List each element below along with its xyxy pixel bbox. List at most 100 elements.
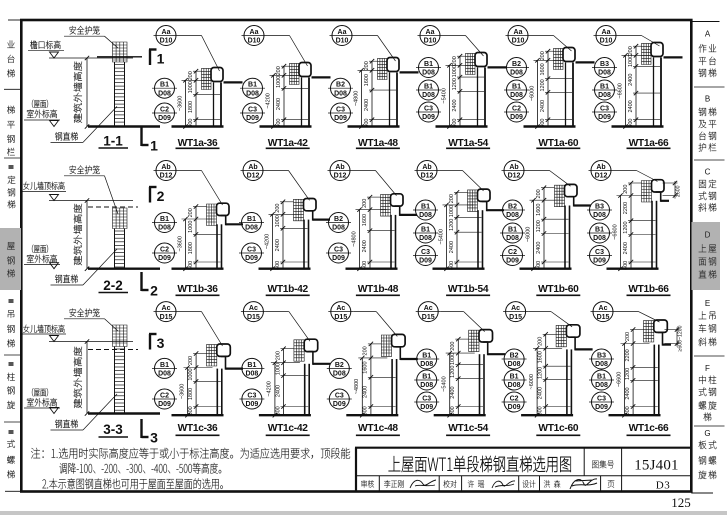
- svg-text:Ac: Ac: [336, 305, 345, 312]
- svg-text:D12: D12: [421, 173, 434, 180]
- svg-text:C3: C3: [247, 247, 256, 254]
- svg-text:200: 200: [188, 356, 194, 365]
- svg-text:C3: C3: [595, 249, 604, 256]
- svg-text:D08: D08: [595, 382, 608, 389]
- svg-text:F: F: [705, 364, 710, 373]
- svg-text:D09: D09: [420, 404, 433, 411]
- svg-text:200: 200: [188, 208, 194, 217]
- svg-text:200: 200: [275, 204, 281, 213]
- svg-text:C3: C3: [600, 106, 609, 113]
- svg-text:D08: D08: [419, 235, 432, 242]
- svg-text:1600: 1600: [362, 214, 368, 226]
- svg-text:1200: 1200: [625, 368, 631, 380]
- svg-text:1000: 1000: [628, 55, 634, 67]
- svg-text:D10: D10: [424, 38, 437, 45]
- svg-text:1000: 1000: [449, 205, 455, 217]
- svg-text:C3: C3: [335, 393, 344, 400]
- svg-text:~4200: ~4200: [267, 381, 273, 396]
- svg-text:WT1a-48: WT1a-48: [358, 138, 398, 149]
- svg-text:D10: D10: [336, 38, 349, 45]
- svg-text:800: 800: [364, 119, 370, 128]
- svg-text:800: 800: [628, 119, 634, 128]
- svg-text:1800: 1800: [188, 242, 194, 254]
- svg-text:800: 800: [188, 406, 194, 415]
- svg-text:B1: B1: [421, 204, 430, 211]
- svg-text:D09: D09: [158, 401, 171, 408]
- svg-text:800: 800: [450, 406, 456, 415]
- svg-text:1200: 1200: [450, 366, 456, 378]
- svg-text:D12: D12: [508, 173, 521, 180]
- svg-text:2400: 2400: [449, 241, 455, 253]
- svg-text:B2: B2: [508, 204, 517, 211]
- svg-text:1600: 1600: [364, 74, 370, 86]
- svg-text:1600: 1600: [540, 63, 546, 75]
- svg-text:200: 200: [452, 56, 458, 65]
- svg-text:Ab: Ab: [509, 164, 518, 171]
- svg-text:C: C: [705, 168, 711, 177]
- svg-text:C3: C3: [334, 247, 343, 254]
- svg-text:D08: D08: [506, 235, 519, 242]
- svg-text:2-2: 2-2: [103, 278, 123, 293]
- svg-text:D: D: [705, 231, 711, 240]
- svg-text:D09: D09: [332, 255, 345, 262]
- svg-text:1800: 1800: [188, 101, 194, 113]
- svg-text:B: B: [705, 95, 710, 104]
- svg-text:B1: B1: [597, 374, 606, 381]
- svg-text:D15: D15: [509, 314, 522, 321]
- svg-text:WT1b-42: WT1b-42: [268, 284, 309, 295]
- svg-text:D08: D08: [420, 361, 433, 368]
- svg-text:D09: D09: [422, 114, 435, 121]
- svg-text:800: 800: [276, 119, 282, 128]
- svg-text:800: 800: [188, 119, 194, 128]
- svg-text:200: 200: [188, 71, 194, 80]
- svg-text:C3: C3: [336, 107, 345, 114]
- svg-text:~6000: ~6000: [529, 374, 535, 389]
- svg-text:800: 800: [188, 261, 194, 270]
- svg-text:1200: 1200: [540, 79, 546, 91]
- svg-text:D08: D08: [508, 361, 521, 368]
- svg-text:1200: 1200: [538, 367, 544, 379]
- svg-text:~3600: ~3600: [177, 96, 183, 111]
- svg-text:D15: D15: [247, 314, 260, 321]
- svg-text:C3: C3: [597, 396, 606, 403]
- svg-text:1600: 1600: [538, 351, 544, 363]
- svg-text:2400: 2400: [364, 99, 370, 111]
- svg-text:200: 200: [276, 66, 282, 75]
- svg-text:Ab: Ab: [161, 164, 170, 171]
- svg-text:1200: 1200: [536, 220, 542, 232]
- svg-text:2400: 2400: [628, 100, 634, 112]
- svg-text:WT1b-60: WT1b-60: [538, 284, 579, 295]
- svg-text:D08: D08: [598, 92, 611, 99]
- svg-text:D10: D10: [600, 38, 613, 45]
- svg-text:D09: D09: [419, 258, 432, 265]
- svg-text:D12: D12: [595, 173, 608, 180]
- svg-text:C2: C2: [512, 106, 521, 113]
- svg-text:G: G: [704, 429, 710, 438]
- svg-text:Ab: Ab: [248, 164, 257, 171]
- svg-text:D15: D15: [334, 314, 347, 321]
- svg-text:1000: 1000: [188, 81, 194, 93]
- svg-text:Aa: Aa: [250, 29, 259, 36]
- svg-text:Aa: Aa: [426, 29, 435, 36]
- svg-text:1200: 1200: [623, 221, 629, 233]
- svg-text:3-3: 3-3: [103, 422, 123, 437]
- svg-text:D15: D15: [422, 314, 435, 321]
- svg-text:200: 200: [364, 61, 370, 70]
- svg-text:200: 200: [540, 51, 546, 60]
- svg-text:B1: B1: [512, 84, 521, 91]
- svg-text:~6600: ~6600: [612, 224, 618, 239]
- svg-text:Aa: Aa: [338, 29, 347, 36]
- svg-text:WT1b-66: WT1b-66: [628, 284, 669, 295]
- svg-text:WT1b-54: WT1b-54: [448, 284, 489, 295]
- svg-text:Ab: Ab: [335, 164, 344, 171]
- svg-text:Aa: Aa: [514, 29, 523, 36]
- svg-text:D08: D08: [593, 212, 606, 219]
- svg-text:WT1c-66: WT1c-66: [629, 423, 669, 434]
- svg-text:D3: D3: [656, 480, 670, 492]
- svg-text:D09: D09: [245, 401, 258, 408]
- svg-text:2400: 2400: [276, 98, 282, 110]
- svg-text:200: 200: [363, 346, 369, 355]
- svg-text:~5400: ~5400: [441, 88, 447, 103]
- svg-text:800: 800: [275, 406, 281, 415]
- svg-text:2400: 2400: [275, 239, 281, 251]
